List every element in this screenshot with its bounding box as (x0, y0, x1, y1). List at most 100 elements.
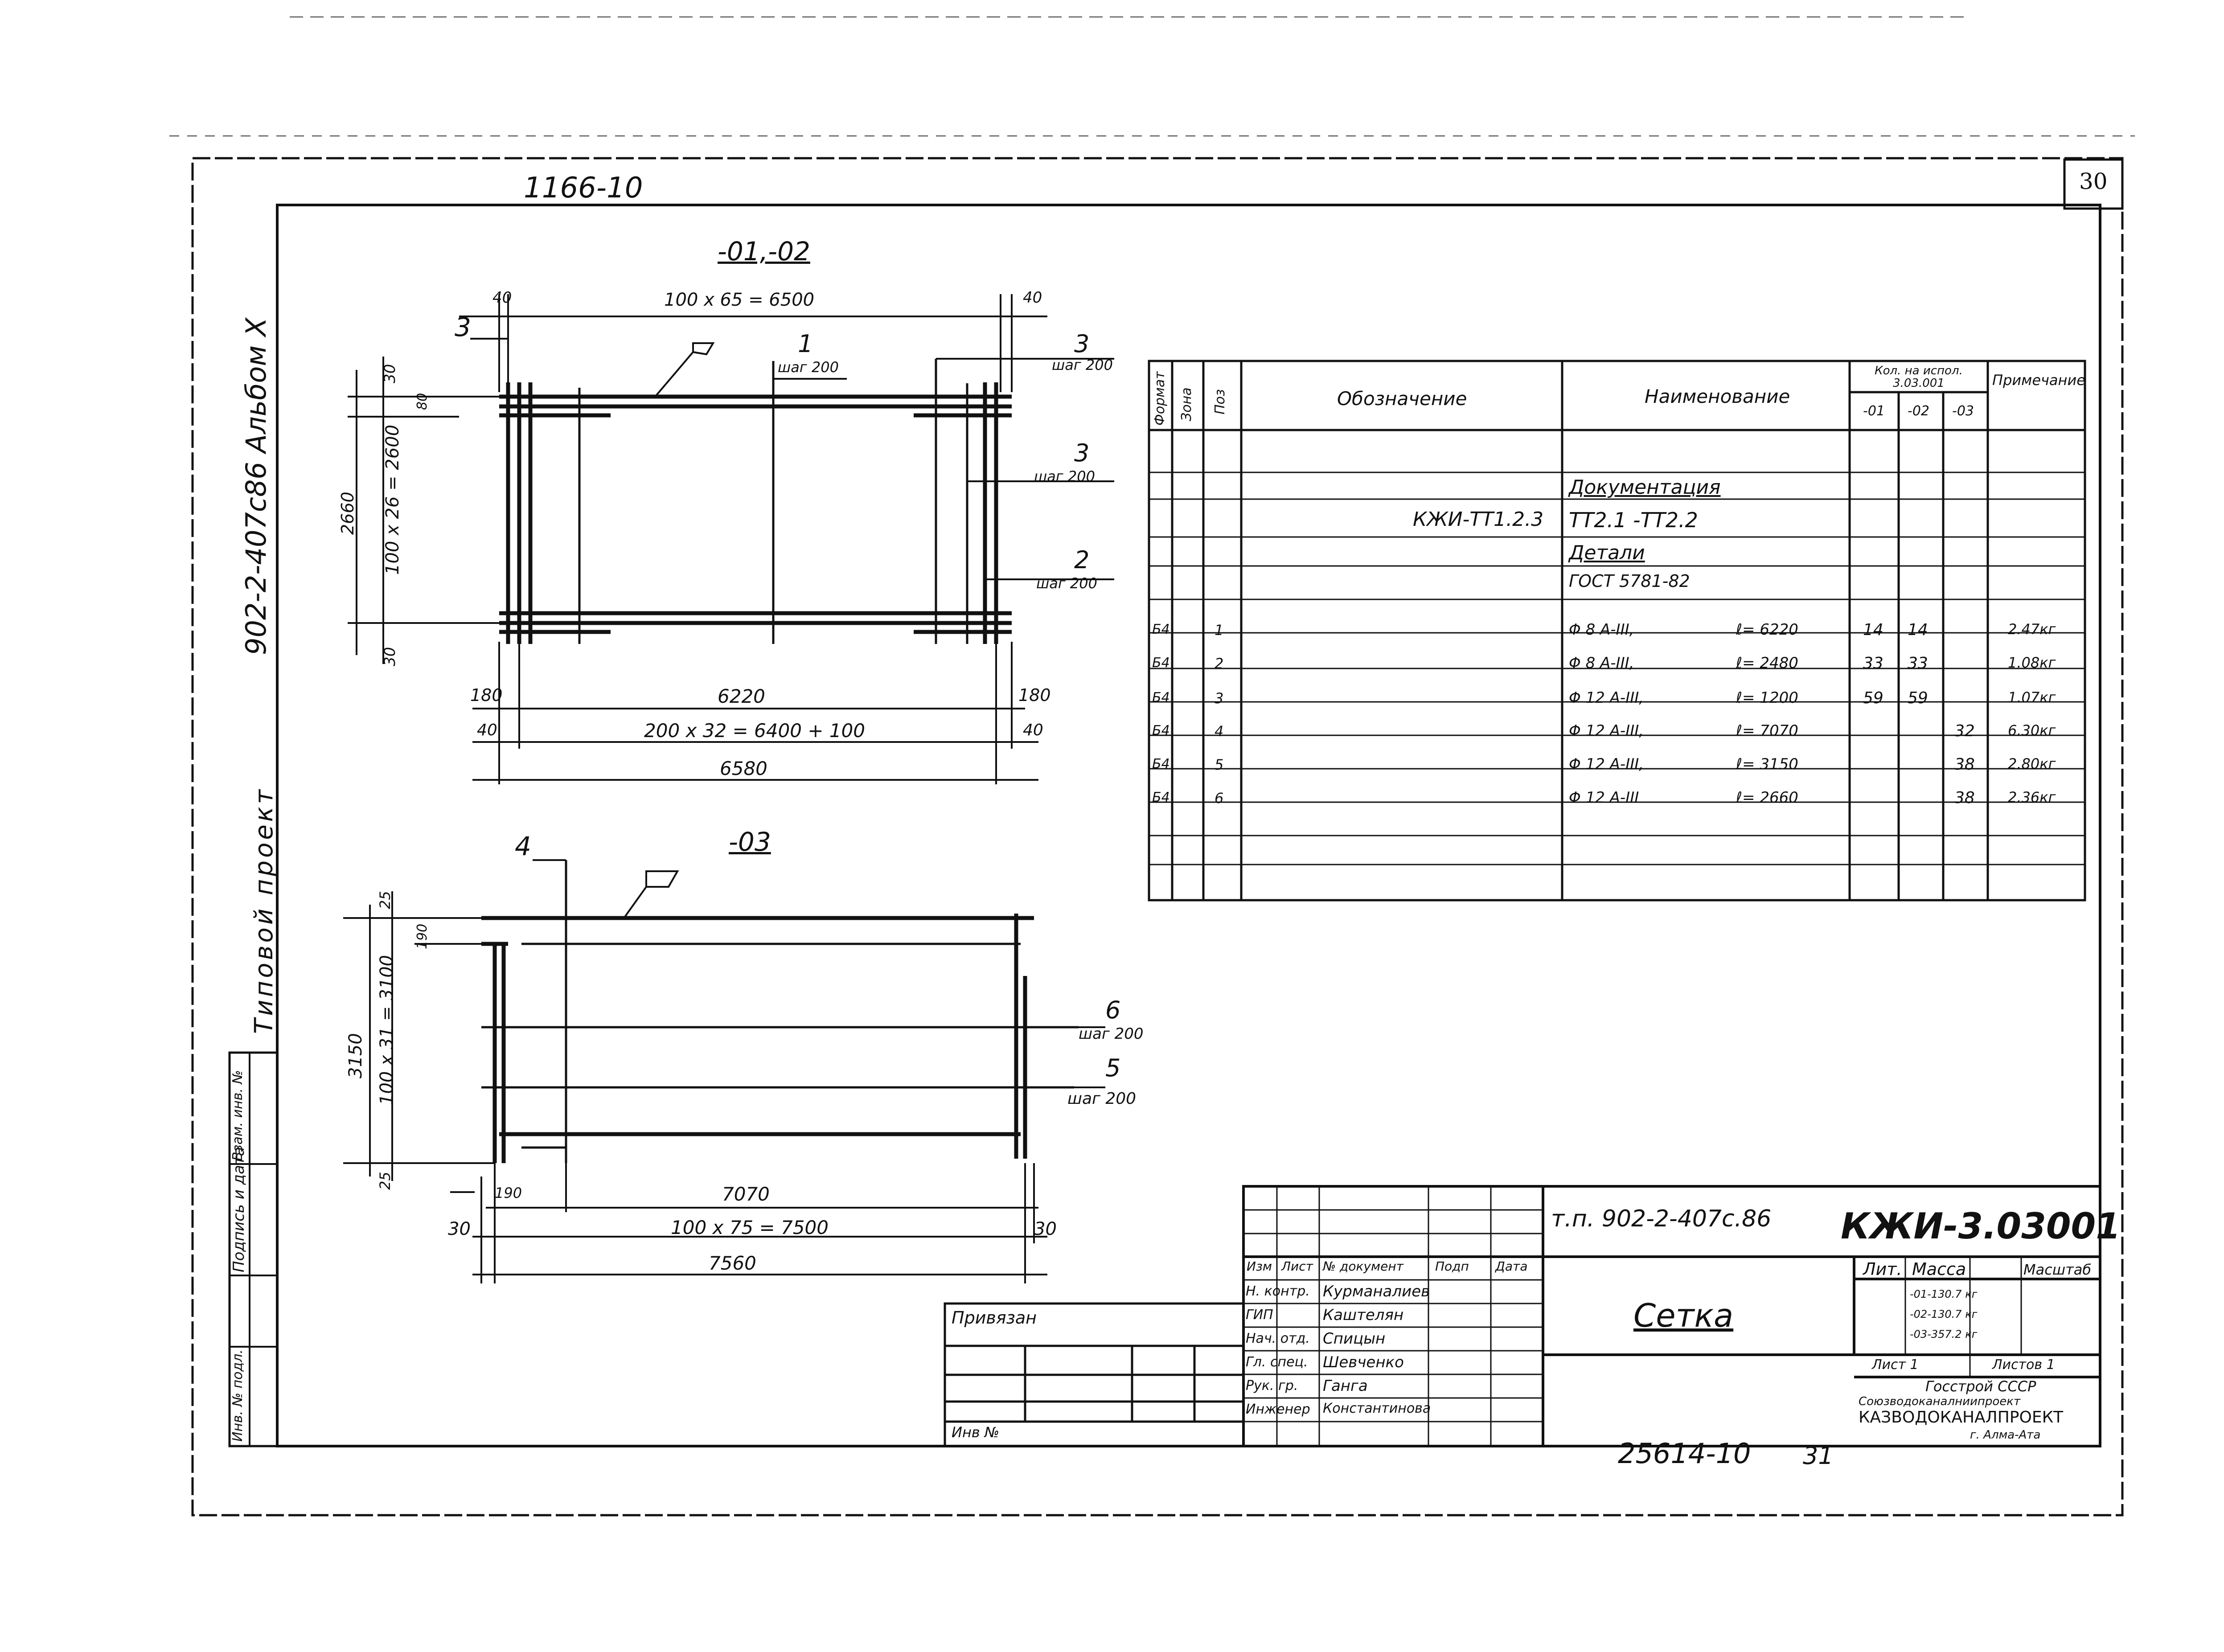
privyazan-label: Привязан (952, 1308, 1037, 1328)
spec-row-pos: 3 (1215, 690, 1224, 707)
staff-name: Константинова (1323, 1401, 1431, 1416)
spec-docs-name: ТТ2.1 -ТТ2.2 (1569, 508, 1698, 532)
spec-gost: ГОСТ 5781-82 (1569, 571, 1690, 591)
staff-role: ГИП (1246, 1307, 1273, 1323)
view2-dim-bottom-30-left: 30 (448, 1219, 471, 1239)
view1-dim-left-30-top: 30 (381, 364, 399, 383)
view1-dim-left-total: 2660 (338, 492, 357, 535)
spec-row-q2: 14 (1908, 621, 1928, 639)
project-side-label: 902-2-407с86 Альбом X (240, 317, 272, 655)
spec-row-name: Φ 12 А-III (1569, 789, 1639, 807)
view2-dim-bottom-190: 190 (495, 1185, 522, 1201)
title-sheet: Лист 1 (1872, 1357, 1919, 1373)
view1-callout-1: 1 (798, 330, 813, 358)
spec-row-q1: 14 (1863, 621, 1883, 639)
spec-header-designation: Обозначение (1337, 388, 1467, 410)
spec-row-note: 1.07кг (2008, 689, 2056, 706)
spec-header-qty-03: -03 (1952, 403, 1974, 419)
staff-role: Нач. отд. (1246, 1331, 1310, 1346)
spec-row-name: Φ 12 А-III, (1569, 689, 1644, 707)
view2-title: -03 (729, 827, 771, 857)
spec-row-format: Б4 (1152, 723, 1170, 738)
spec-docs-designation: КЖИ-ТТ1.2.3 (1413, 508, 1544, 531)
title-project-code: т.п. 902-2-407с.86 (1551, 1205, 1772, 1232)
view1-dim-top-left: 40 (492, 289, 512, 307)
staff-role: Инженер (1246, 1402, 1310, 1417)
view1-dim-bottom-180-right: 180 (1018, 685, 1051, 705)
copy-number: 31 (1803, 1442, 1834, 1470)
spec-row-length: ℓ= 3150 (1736, 755, 1798, 773)
stamp-sign-date: Подпись и дата (230, 1147, 248, 1272)
spec-header-name: Наименование (1645, 385, 1790, 407)
title-mass-value: -02-130.7 кг (1910, 1308, 1978, 1320)
spec-row-length: ℓ= 2480 (1736, 654, 1798, 672)
view1-callout-2-step: шаг 200 (1036, 575, 1097, 592)
view1-title: -01,-02 (718, 236, 810, 266)
view1-callout-3a-step: шаг 200 (1052, 357, 1113, 373)
staff-name: Спицын (1323, 1330, 1386, 1348)
title-hdr-sign: Подп (1435, 1259, 1469, 1274)
view1-dim-left-main: 100 х 26 = 2600 (382, 424, 403, 575)
title-org-line: КАЗВОДОКАНАЛПРОЕКТ (1859, 1408, 2064, 1427)
spec-row-q1: 33 (1863, 654, 1883, 672)
view1-dim-bottom-40-left: 40 (477, 721, 497, 739)
view1-dim-top-main: 100 х 65 = 6500 (664, 290, 815, 310)
view2-callout-5-step: шаг 200 (1067, 1090, 1137, 1108)
spec-row-format: Б4 (1152, 622, 1170, 637)
staff-role: Н. контр. (1246, 1283, 1310, 1299)
inventory-number: 25614-10 (1618, 1437, 1751, 1470)
view1-dim-bottom-main: 200 х 32 = 6400 + 100 (644, 720, 866, 742)
view2-dim-left-total: 3150 (345, 1033, 366, 1078)
view1-callout-2: 2 (1074, 546, 1090, 574)
view2-dim-left-190: 190 (414, 923, 430, 949)
view2-dim-bottom-30-right: 30 (1034, 1219, 1057, 1239)
spec-header-note: Примечание (1992, 372, 2085, 389)
title-hdr-doc: № документ (1323, 1259, 1403, 1274)
view1-dim-bottom-40-right: 40 (1023, 721, 1043, 739)
view2-dim-bottom-total: 7560 (709, 1252, 756, 1274)
spec-row-q1: 59 (1863, 689, 1883, 707)
spec-row-q2: 59 (1908, 689, 1928, 707)
spec-row-q3: 32 (1954, 722, 1975, 740)
staff-name: Ганга (1323, 1377, 1368, 1395)
view1-dim-left-30-bottom: 30 (381, 647, 399, 666)
spec-row-pos: 2 (1215, 655, 1224, 672)
title-org-line: Госстрой СССР (1925, 1378, 2036, 1395)
staff-name: Курманалиев (1323, 1283, 1430, 1300)
view2-dim-left-main: 100 х 31 = 3100 (377, 955, 397, 1105)
typical-project-label: Типовой проект (250, 787, 279, 1034)
title-org-line: г. Алма-Ата (1970, 1428, 2041, 1442)
view1-dim-top-right: 40 (1023, 289, 1042, 307)
spec-row-note: 2.36кг (2008, 789, 2056, 806)
page-number: 30 (2079, 168, 2108, 194)
spec-row-name: Φ 12 А-III, (1569, 755, 1644, 773)
staff-role: Гл. спец. (1246, 1354, 1308, 1370)
spec-row-pos: 6 (1215, 790, 1224, 807)
inv-no-label: Инв № (952, 1424, 1000, 1441)
title-org-line: Союзводоканалниипроект (1859, 1395, 2021, 1408)
spec-row-length: ℓ= 1200 (1736, 689, 1798, 707)
archive-code: 1166-10 (524, 172, 643, 205)
view1-callout-3b-step: шаг 200 (1034, 468, 1095, 485)
title-lit: Лит. (1863, 1259, 1902, 1279)
spec-header-zone: Зона (1179, 387, 1194, 421)
spec-row-q3: 38 (1954, 789, 1975, 807)
view2-callout-6: 6 (1105, 996, 1121, 1024)
view2-dim-left-25-top: 25 (377, 891, 394, 909)
title-doc-code: КЖИ-3.03001 (1841, 1205, 2121, 1247)
view2-callout-6-step: шаг 200 (1079, 1025, 1144, 1043)
spec-row-pos: 4 (1215, 723, 1224, 740)
spec-header-qty-group: Кол. на испол. 3.03.001 (1875, 364, 1963, 390)
spec-row-name: Φ 8 А-III, (1569, 621, 1634, 639)
spec-header-format: Формат (1152, 371, 1168, 426)
spec-header-qty-02: -02 (1908, 403, 1929, 419)
spec-row-note: 1.08кг (2008, 654, 2056, 671)
spec-row-note: 6.30кг (2008, 722, 2056, 739)
spec-row-length: ℓ= 7070 (1736, 722, 1798, 740)
spec-header-pos: Поз (1212, 389, 1228, 414)
stamp-inv-podl: Инв. № подл. (230, 1349, 246, 1442)
title-hdr-date: Дата (1495, 1259, 1528, 1274)
spec-row-length: ℓ= 2660 (1736, 789, 1798, 807)
